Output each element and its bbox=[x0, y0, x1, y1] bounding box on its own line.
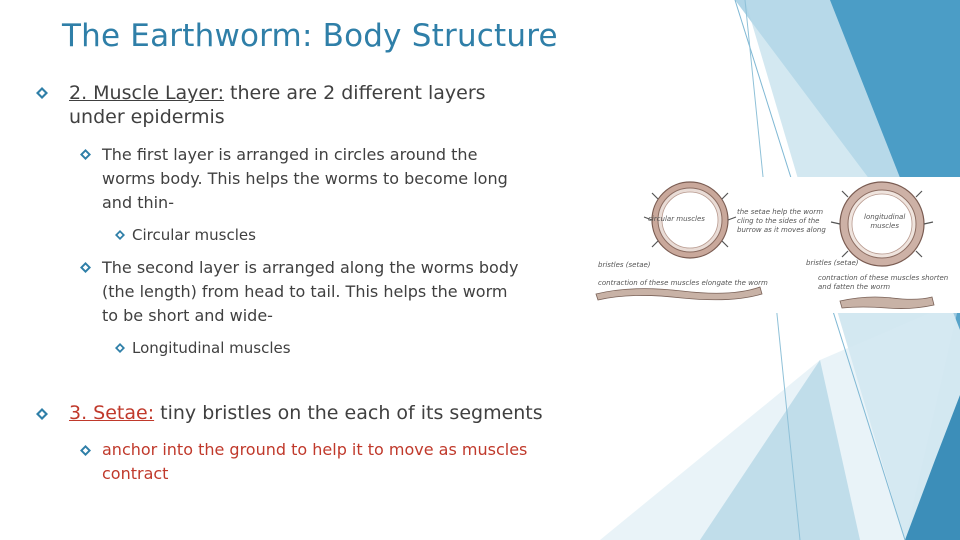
anchor-line-1: anchor into the ground to help it to mov… bbox=[102, 440, 528, 459]
second-layer-line-3: to be short and wide- bbox=[102, 306, 273, 325]
second-layer-line-1: The second layer is arranged along the w… bbox=[102, 258, 519, 277]
diamond-bullet-icon bbox=[80, 445, 91, 456]
bristles-left-caption: bristles (setae) bbox=[598, 261, 651, 269]
diamond-bullet-icon bbox=[36, 87, 48, 99]
first-layer-text: The first layer is arranged in circles a… bbox=[102, 143, 572, 215]
shortened-worm bbox=[839, 296, 935, 309]
muscle-layer-text: there are 2 different layers bbox=[224, 82, 486, 104]
longitudinal-muscle-cross-section bbox=[830, 181, 934, 267]
slide-title: The Earthworm: Body Structure bbox=[62, 18, 558, 54]
facet-dark-lower bbox=[905, 395, 960, 540]
earthworm-figure-graphic bbox=[595, 181, 935, 309]
first-layer-line-2: worms body. This helps the worms to beco… bbox=[102, 169, 508, 188]
contraction-right-line-1: contraction of these muscles shorten bbox=[818, 274, 949, 282]
setae-note-line-1: the setae help the worm bbox=[737, 208, 824, 216]
facet-pale-bottom bbox=[700, 360, 860, 540]
bristles-right-caption: bristles (setae) bbox=[806, 259, 859, 267]
diamond-bullet-icon bbox=[115, 343, 125, 353]
contraction-right-line-2: and fatten the worm bbox=[818, 283, 891, 291]
setae-text: tiny bristles on the each of its segment… bbox=[154, 402, 543, 424]
diamond-bullet-icon bbox=[80, 149, 91, 160]
first-layer-line-1: The first layer is arranged in circles a… bbox=[102, 145, 478, 164]
setae-bullet: 3. Setae: tiny bristles on the each of i… bbox=[69, 401, 589, 425]
longitudinal-muscles-text: Longitudinal muscles bbox=[132, 339, 291, 357]
second-layer-text: The second layer is arranged along the w… bbox=[102, 256, 572, 328]
elongated-worm bbox=[595, 286, 763, 301]
diamond-bullet-icon bbox=[80, 262, 91, 273]
circular-muscle-cross-section bbox=[643, 181, 737, 259]
longitudinal-caption-line-2: muscles bbox=[870, 222, 899, 230]
diamond-bullet-icon bbox=[36, 408, 48, 420]
contraction-left-caption: contraction of these muscles elongate th… bbox=[598, 279, 768, 287]
first-layer-line-3: and thin- bbox=[102, 193, 174, 212]
contraction-right-caption: contraction of these muscles shorten and… bbox=[818, 274, 948, 292]
anchor-text: anchor into the ground to help it to mov… bbox=[102, 438, 582, 486]
setae-note-line-3: burrow as it moves along bbox=[737, 226, 826, 234]
circular-muscles-text: Circular muscles bbox=[132, 226, 256, 244]
longitudinal-muscles-caption: longitudinal muscles bbox=[864, 213, 905, 231]
anchor-line-2: contract bbox=[102, 464, 169, 483]
setae-note-line-2: cling to the sides of the bbox=[737, 217, 820, 225]
muscle-layer-bullet: 2. Muscle Layer: there are 2 different l… bbox=[69, 81, 549, 129]
earthworm-muscle-figure: circular muscles the setae help the worm… bbox=[592, 177, 960, 313]
muscle-layer-label: 2. Muscle Layer: bbox=[69, 82, 224, 104]
muscle-layer-text-line2: under epidermis bbox=[69, 106, 225, 128]
diamond-bullet-icon bbox=[115, 230, 125, 240]
longitudinal-caption-line-1: longitudinal bbox=[864, 213, 906, 221]
circular-muscles-caption: circular muscles bbox=[648, 215, 705, 223]
setae-label: 3. Setae: bbox=[69, 402, 155, 424]
second-layer-line-2: (the length) from head to tail. This hel… bbox=[102, 282, 508, 301]
setae-note-caption: the setae help the worm cling to the sid… bbox=[737, 208, 826, 235]
